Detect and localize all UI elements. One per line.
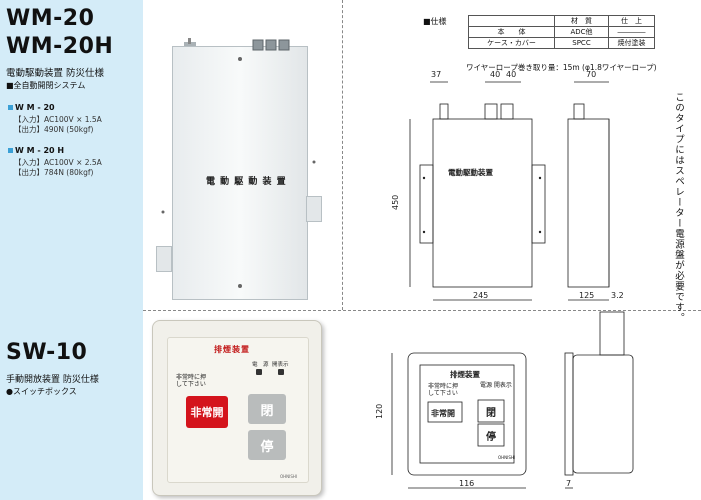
wm-drawing-stub (439, 103, 449, 120)
wm-front-right-flange (531, 164, 546, 244)
wm-connector (252, 39, 264, 51)
wm-top-rod (188, 38, 191, 44)
wm20-title: WM-20 (6, 6, 95, 31)
sw-bullet: ●スイッチボックス (6, 387, 77, 396)
dim-116: 116 (459, 479, 474, 488)
sw-side-conduit (599, 311, 625, 356)
square-bullet-icon (8, 148, 13, 153)
sw-drawing-note2: して下さい (428, 390, 458, 397)
sw-lamp-power-label: 電 源 (252, 362, 269, 368)
table-cell: 焼付塗装 (608, 37, 655, 49)
wm-product-photo: 電 動 駆 動 装 置 (156, 46, 322, 300)
model-wm20-name: W M - 20 (8, 103, 55, 112)
wm-front-left-flange (419, 164, 434, 244)
sw-drawing-stop-label: 停 (486, 430, 496, 443)
wm-device-label: 電 動 駆 動 装 置 (206, 177, 287, 187)
wm-drawing-label: 電動駆動装置 (448, 167, 493, 177)
wm-device-body (172, 46, 308, 300)
wm-system: ■全自動開閉システム (6, 81, 86, 90)
vertical-note: このタイプにはスペレーター電源盤が必要です。 (673, 92, 684, 323)
table-row: 本 体 ADC他 ―――― (468, 26, 655, 38)
dim-32: 3.2 (611, 291, 624, 300)
dim-245: 245 (473, 291, 488, 300)
model-wm20h-name: W M - 20 H (8, 146, 64, 155)
dim-70: 70 (586, 70, 596, 79)
sw-drawing-red-label: 非常開 (431, 408, 455, 418)
sw-drawing-close-label: 閉 (486, 407, 496, 419)
sw-side-box (572, 354, 634, 474)
wm-screw (161, 210, 165, 214)
wm-drawing-connector (500, 103, 514, 120)
square-bullet-icon (8, 105, 13, 110)
mount-hole-icon (538, 230, 542, 234)
wm-screw (238, 57, 242, 61)
sw10-title: SW-10 (6, 340, 88, 365)
dim-125: 125 (579, 291, 594, 300)
mount-hole-icon (422, 176, 426, 180)
sw-subtitle: 手動開放装置 防災仕様 (6, 375, 99, 385)
wm-side-stub (573, 103, 585, 120)
sw-drawing-close-button (477, 399, 505, 423)
sw-product-photo: 排煙装置 電 源 開表示 非常時に押して下さい 非常開 閉 停 OHNISHI (152, 320, 322, 496)
spec-title: ■仕様 (423, 17, 447, 26)
sw-front-inner (419, 364, 515, 464)
wire-spec: ワイヤーロープ巻き取り量：15m (φ1.8ワイヤーロープ) (466, 63, 657, 72)
power-lamp-icon (256, 369, 262, 375)
sw-front-outline (407, 352, 527, 476)
wm-left-flange (156, 246, 172, 272)
sw-brand: OHNISHI (280, 474, 298, 479)
dim-120: 120 (375, 404, 384, 419)
wm-side-outline (567, 118, 610, 288)
sw-lamp-open-label: 開表示 (272, 362, 289, 368)
model-wm20h-input: 【入力】AC100V × 2.5A (14, 158, 102, 167)
sw-side-plate (564, 352, 574, 476)
wm20h-title: WM-20H (6, 34, 114, 59)
dim-37: 37 (431, 70, 441, 79)
sw-drawing-red-button (427, 401, 463, 423)
open-lamp-icon (278, 369, 284, 375)
wm-drawing-connector (484, 103, 498, 120)
sw-drawing-brand: OHNISHI (498, 455, 515, 460)
emergency-open-button: 非常開 (186, 396, 228, 428)
dim-40a: 40 (490, 70, 500, 79)
sw-panel-title: 排煙装置 (214, 345, 250, 354)
sw-drawing-lamps: 電源 開表示 (480, 381, 512, 389)
wm-connector (265, 39, 277, 51)
model-wm20-output: 【出力】490N (50kgf) (14, 125, 94, 134)
wm-connector (278, 39, 290, 51)
left-info-panel (0, 0, 143, 500)
sw-drawing-note1: 非常時に押 (428, 382, 458, 390)
spec-table: 材 質 仕 上 本 体 ADC他 ―――― ケース・カバー SPCC 焼付塗装 (468, 15, 655, 49)
dim-40b: 40 (506, 70, 516, 79)
section-divider (143, 310, 701, 311)
wm-right-flange (306, 196, 322, 222)
table-cell: ケース・カバー (468, 37, 555, 49)
wm-screw (312, 160, 316, 164)
wm-subtitle: 電動駆動装置 防災仕様 (6, 68, 105, 79)
close-button: 閉 (248, 394, 286, 424)
sw-note: 非常時に押して下さい (176, 374, 207, 388)
wm-front-outline (432, 118, 533, 288)
model-wm20-input: 【入力】AC100V × 1.5A (14, 115, 102, 124)
table-row: ケース・カバー SPCC 焼付塗装 (468, 37, 655, 49)
sw-drawing-stop-button (477, 423, 505, 447)
mount-hole-icon (538, 176, 542, 180)
sw-drawing-title: 排煙装置 (450, 369, 480, 379)
photo-drawing-divider (342, 0, 343, 310)
wm-screw (238, 284, 242, 288)
model-wm20h-output: 【出力】784N (80kgf) (14, 168, 94, 177)
dim-7: 7 (566, 479, 571, 488)
sw-face: 排煙装置 電 源 開表示 非常時に押して下さい 非常開 閉 停 OHNISHI (167, 337, 309, 483)
stop-button: 停 (248, 430, 286, 460)
dim-450: 450 (391, 195, 400, 210)
mount-hole-icon (422, 230, 426, 234)
